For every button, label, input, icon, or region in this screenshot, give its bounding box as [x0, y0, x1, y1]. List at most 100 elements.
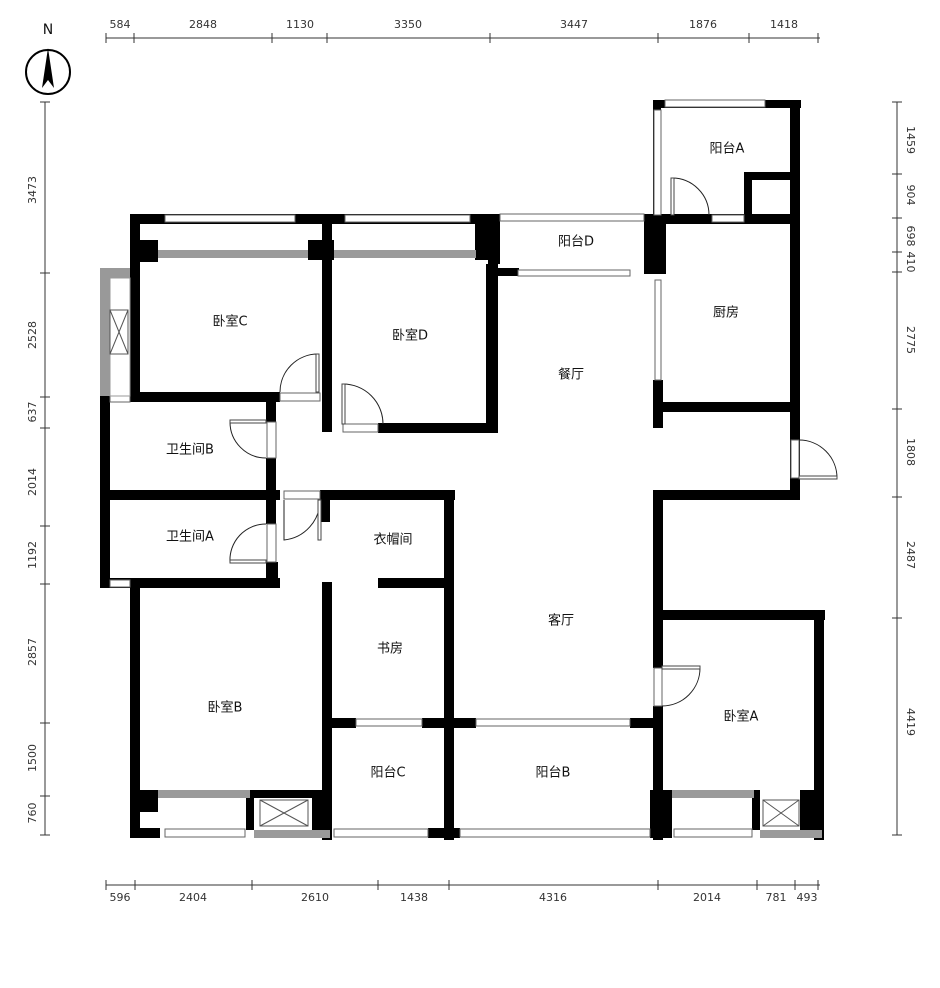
- dim-bottom-6: 781: [766, 891, 787, 904]
- room-label-living: 客厅: [548, 613, 574, 629]
- wall: [312, 790, 332, 838]
- window: [653, 109, 662, 216]
- wall: [100, 490, 280, 500]
- door-leaf: [661, 665, 701, 670]
- window: [164, 214, 296, 223]
- wall: [100, 578, 280, 588]
- sill: [760, 830, 822, 838]
- room-label-bedroom-c: 卧室C: [212, 314, 247, 330]
- wall: [790, 100, 800, 500]
- wall: [130, 392, 280, 402]
- wall: [130, 214, 140, 264]
- wall: [246, 790, 254, 830]
- dim-top-6: 1418: [770, 18, 798, 31]
- wall: [444, 490, 454, 840]
- room-label-study: 书房: [377, 641, 403, 657]
- dim-bottom-5: 2014: [693, 891, 721, 904]
- wall: [130, 828, 160, 838]
- dim-left-0: 3473: [26, 176, 39, 204]
- dimension-top-ticks: [105, 33, 819, 43]
- bay-window-frame: [100, 268, 130, 278]
- wall: [630, 718, 660, 728]
- ac-units: [259, 799, 800, 827]
- wall: [495, 268, 519, 276]
- dim-left-1: 2528: [26, 321, 39, 349]
- wall: [475, 220, 497, 260]
- wall: [428, 828, 460, 838]
- room-label-bathroom-a: 卫生间A: [166, 530, 214, 545]
- wall: [378, 578, 448, 588]
- sill: [334, 250, 476, 258]
- window: [333, 828, 429, 838]
- room-label-bedroom-d: 卧室D: [392, 328, 428, 344]
- door-leaf: [341, 383, 346, 425]
- wall: [266, 400, 276, 422]
- sill: [158, 790, 250, 798]
- wall: [744, 172, 752, 224]
- dim-right-3: 410: [904, 252, 917, 273]
- dim-right-5: 1808: [904, 438, 917, 466]
- room-label-bathroom-b: 卫生间B: [166, 443, 214, 458]
- window: [344, 214, 471, 223]
- door-swing-icon: [229, 421, 267, 459]
- dim-bottom-3: 1438: [400, 891, 428, 904]
- dim-top-3: 3350: [394, 18, 422, 31]
- window: [664, 99, 766, 108]
- room-label-dining: 餐厅: [558, 367, 584, 383]
- dim-left-2: 637: [26, 402, 39, 423]
- dim-left-6: 1500: [26, 744, 39, 772]
- dimension-lines: [44, 37, 898, 886]
- wall: [322, 582, 332, 840]
- compass: N: [25, 22, 71, 95]
- door-swing-icon: [283, 499, 321, 541]
- dim-top-4: 3447: [560, 18, 588, 31]
- window: [475, 718, 631, 727]
- room-label-balcony-b: 阳台B: [536, 766, 571, 781]
- wall: [130, 240, 158, 262]
- window: [283, 490, 321, 500]
- room-label-kitchen: 厨房: [713, 305, 739, 321]
- window: [109, 579, 131, 588]
- dim-bottom-1: 2404: [179, 891, 207, 904]
- window: [266, 421, 277, 459]
- dimension-bottom-ticks: [105, 880, 819, 890]
- window: [355, 718, 423, 727]
- wall: [130, 264, 140, 396]
- wall: [246, 790, 332, 798]
- room-label-cloakroom: 衣帽间: [373, 532, 412, 548]
- door-swing-icon: [661, 667, 701, 707]
- door-swing-icon: [798, 439, 838, 479]
- wall: [266, 500, 276, 524]
- door-leaf: [670, 177, 675, 216]
- window: [279, 392, 321, 402]
- dim-left-7: 760: [26, 803, 39, 824]
- window: [164, 828, 246, 838]
- door-swing-icon: [671, 177, 710, 216]
- door-leaf: [229, 419, 267, 424]
- dim-bottom-7: 493: [797, 891, 818, 904]
- bay-window: [100, 268, 131, 397]
- room-label-bedroom-b: 卧室B: [208, 700, 243, 716]
- window: [673, 828, 753, 838]
- wall: [486, 264, 498, 432]
- window: [517, 269, 631, 277]
- door-leaf: [798, 475, 838, 480]
- wall: [330, 718, 356, 728]
- wall: [653, 610, 825, 620]
- dimension-right-ticks: [892, 101, 902, 836]
- dim-right-2: 698: [904, 226, 917, 247]
- wall: [814, 610, 824, 840]
- sill: [158, 250, 308, 258]
- windows: [109, 99, 800, 838]
- door-swing-icon: [229, 523, 267, 563]
- wall: [644, 214, 666, 274]
- dim-left-5: 2857: [26, 638, 39, 666]
- window: [711, 214, 745, 223]
- dim-top-1: 2848: [189, 18, 217, 31]
- wall: [653, 490, 800, 500]
- compass-north-label: N: [43, 22, 53, 38]
- room-label-balcony-c: 阳台C: [370, 766, 405, 781]
- wall: [653, 706, 663, 840]
- dim-left-4: 1192: [26, 541, 39, 569]
